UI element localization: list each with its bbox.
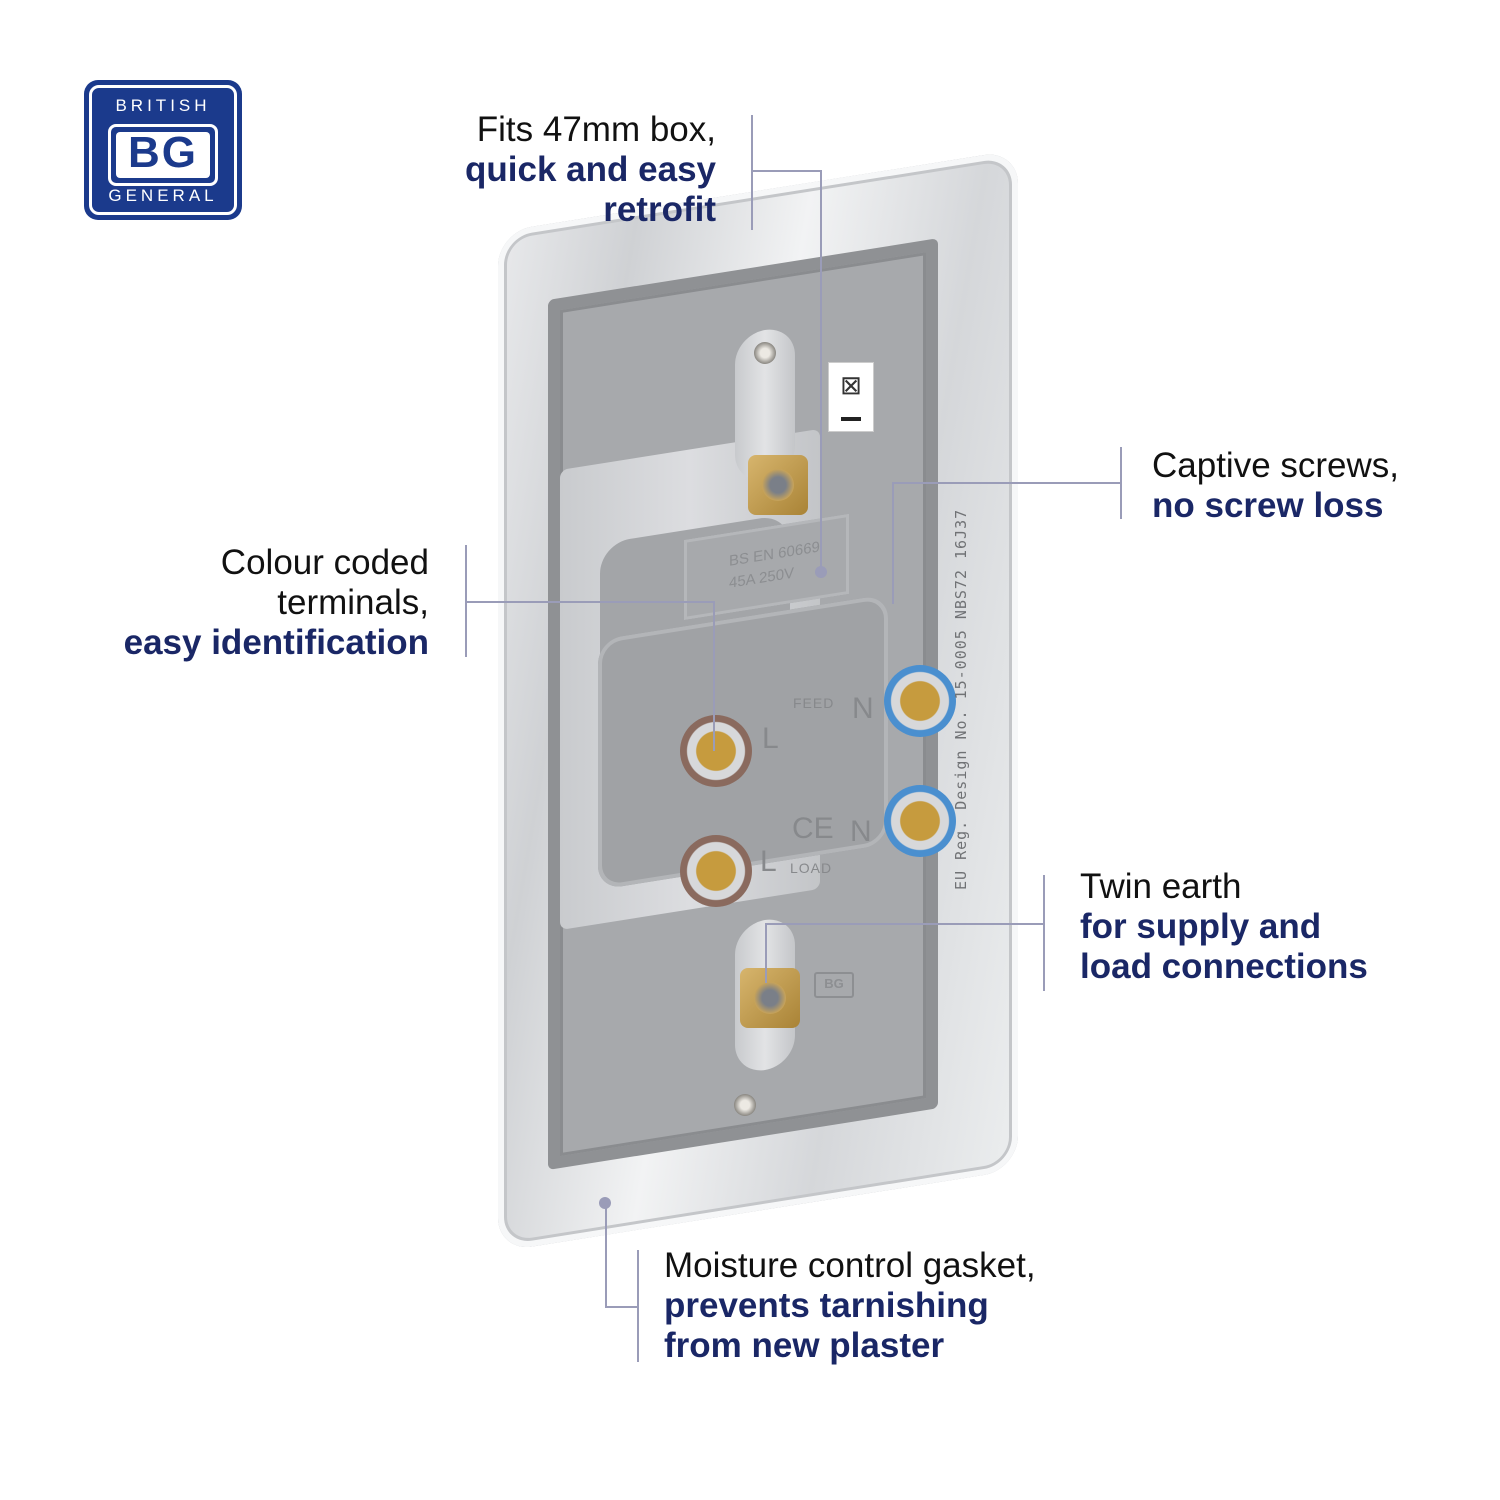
leader-terminals-h — [466, 601, 714, 603]
callout-bold-text: retrofit — [603, 190, 716, 229]
ce-mark: CE — [792, 812, 834, 845]
callout-text: Twin earth — [1080, 867, 1242, 906]
callout-bold-text: easy identification — [123, 623, 429, 662]
leader-earth-bar — [1043, 875, 1045, 991]
callout-bold-text: quick and easy — [465, 150, 716, 189]
logo-top-text: BRITISH — [115, 96, 211, 115]
callout-bold-text: no screw loss — [1152, 486, 1384, 525]
leader-box-dot — [815, 566, 827, 578]
design-registration-text: EU Reg. Design No. 15-0005 NBS72 16J37 — [952, 508, 970, 890]
logo-bg-text: BG — [116, 131, 210, 178]
embossed-bg-logo: BG — [814, 972, 854, 998]
leader-screws-bar — [1120, 447, 1122, 519]
leader-gasket-v — [605, 1203, 607, 1307]
load-live-terminal — [680, 835, 752, 907]
leader-box-bar — [751, 115, 753, 230]
leader-screws-h — [892, 482, 1120, 484]
leader-box-v — [820, 170, 822, 572]
callout-captive-screws: Captive screws, no screw loss — [1152, 446, 1482, 526]
callout-moisture-gasket: Moisture control gasket, prevents tarnis… — [664, 1246, 1104, 1366]
top-earth-terminal — [748, 455, 808, 515]
leader-gasket-bar — [637, 1250, 639, 1362]
bottom-screw-hole — [734, 1094, 756, 1116]
callout-twin-earth: Twin earth for supply and load connectio… — [1080, 867, 1480, 987]
bottom-earth-terminal — [740, 968, 800, 1028]
feed-live-terminal — [680, 715, 752, 787]
callout-colour-coded: Colour coded terminals, easy identificat… — [60, 543, 429, 663]
callout-text: terminals, — [277, 583, 429, 622]
callout-bold-text: from new plaster — [664, 1326, 945, 1365]
leader-gasket-h — [605, 1306, 637, 1308]
rating-standard: BS EN 60669 — [729, 538, 820, 570]
callout-text: Colour coded — [220, 543, 429, 582]
load-label: LOAD — [790, 860, 833, 876]
load-live-mark: L — [760, 845, 777, 878]
callout-text: Moisture control gasket, — [664, 1246, 1036, 1285]
feed-live-mark: L — [762, 722, 779, 755]
feed-label: FEED — [793, 695, 835, 711]
leader-box-h — [752, 170, 822, 172]
leader-screws-v — [892, 482, 894, 604]
logo-bottom-text: GENERAL — [108, 186, 218, 205]
top-screw-hole — [754, 342, 776, 364]
feed-neutral-terminal — [884, 665, 956, 737]
weee-label: ⊠ — [828, 362, 874, 432]
callout-text: Captive screws, — [1152, 446, 1400, 485]
british-general-logo: BRITISH BG GENERAL — [84, 80, 242, 220]
load-neutral-terminal — [884, 785, 956, 857]
leader-earth-v — [765, 923, 767, 983]
callout-bold-text: for supply and — [1080, 907, 1322, 946]
callout-bold-text: prevents tarnishing — [664, 1286, 989, 1325]
leader-earth-h — [765, 923, 1043, 925]
leader-terminals-v — [713, 601, 715, 751]
feed-neutral-mark: N — [852, 692, 874, 725]
load-neutral-mark: N — [850, 815, 872, 848]
callout-text: Fits 47mm box, — [476, 110, 716, 149]
callout-bold-text: load connections — [1080, 947, 1368, 986]
callout-box-fit: Fits 47mm box, quick and easy retrofit — [380, 110, 716, 230]
rating-current: 45A 250V — [729, 564, 795, 592]
